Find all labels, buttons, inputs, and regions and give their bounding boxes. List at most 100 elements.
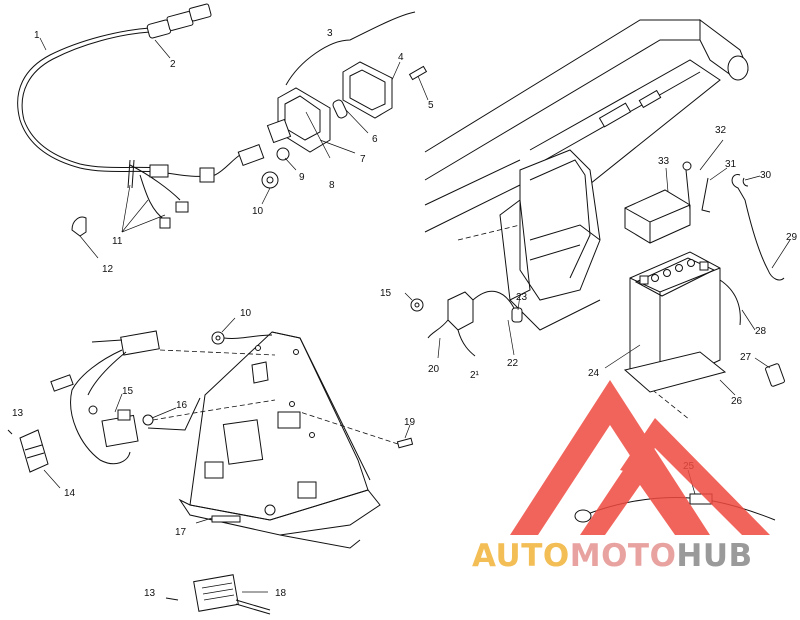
callout-15b: 15	[380, 288, 392, 299]
battery-cover	[624, 189, 691, 244]
wire-harness-group	[17, 3, 429, 259]
callout-14: 14	[64, 488, 76, 499]
callout-2: 2	[170, 59, 176, 70]
leader-31	[709, 167, 728, 181]
solenoid	[447, 291, 474, 331]
bracket-bottom	[509, 299, 601, 331]
regulator-wire	[235, 599, 271, 611]
callout-28: 28	[755, 326, 767, 337]
cdi-lead	[70, 349, 131, 465]
battery-terminal	[639, 275, 649, 285]
tie-strap	[127, 159, 131, 189]
lead-connector	[50, 374, 74, 392]
bolt-head	[682, 161, 692, 171]
wire-clip	[71, 216, 87, 237]
branch-wire-3	[214, 154, 241, 176]
callout-30: 30	[760, 170, 772, 181]
branch-wire-4	[139, 174, 166, 221]
mount-bracket	[147, 397, 201, 431]
solenoid-wire	[427, 319, 449, 339]
regulator-fin	[202, 588, 234, 595]
screw-13	[7, 429, 13, 435]
leader-16	[151, 407, 177, 419]
leader-11	[121, 214, 166, 233]
screw	[408, 65, 428, 81]
callout-26: 26	[731, 396, 743, 407]
small-connector-2	[159, 217, 171, 229]
tail-light-bezel-inner	[349, 69, 386, 111]
panel-window-3	[204, 461, 224, 479]
callout-8: 8	[329, 180, 335, 191]
callout-25: 25	[683, 461, 695, 472]
callout-18: 18	[275, 588, 287, 599]
guide-line	[299, 411, 399, 445]
leader-11	[121, 184, 131, 233]
callout-20: 20	[428, 364, 440, 375]
callout-4: 4	[398, 52, 404, 63]
rectifier	[19, 429, 49, 473]
battery-top	[634, 257, 716, 297]
branch-wire	[129, 164, 181, 201]
frame-diagonal	[529, 59, 721, 201]
bracket-edge	[529, 159, 591, 279]
leader-15	[404, 292, 413, 301]
screw-13b	[165, 597, 179, 601]
panel-window-4	[297, 481, 317, 499]
wire-harness-edge	[21, 31, 161, 169]
leader-12	[79, 235, 99, 259]
callout-22: 22	[507, 358, 519, 369]
callout-3: 3	[327, 28, 333, 39]
frame-tube-end	[727, 55, 749, 81]
leader-2	[154, 39, 171, 59]
callout-1: 1	[34, 30, 40, 41]
leader-23	[517, 294, 521, 311]
leader-27	[754, 357, 771, 369]
panel-hole	[293, 349, 299, 355]
cdi-lead-2	[87, 351, 127, 396]
callout-7: 7	[360, 154, 366, 165]
bracket-31	[701, 177, 711, 213]
solenoid-cable	[472, 290, 516, 311]
leader-10	[261, 187, 271, 205]
panel-hole	[309, 432, 315, 438]
bolt-32	[685, 169, 691, 211]
solenoid-wire-2	[457, 329, 476, 357]
callout-5: 5	[428, 100, 434, 111]
battery-bracket	[519, 149, 601, 301]
frame-tube-cross	[424, 159, 521, 206]
washer-15	[88, 405, 98, 415]
frame-slot-2	[638, 89, 662, 109]
leader-25	[687, 469, 696, 495]
callout-11: 11	[112, 236, 123, 247]
small-connector	[175, 201, 189, 213]
leader-22	[507, 319, 515, 356]
battery-vent-tube	[719, 279, 741, 326]
leader-24	[604, 344, 641, 369]
cdi-wire	[91, 339, 123, 343]
panel-hole	[255, 345, 261, 351]
battery-cap	[687, 259, 695, 267]
leader-32	[699, 139, 724, 171]
leader-29	[771, 239, 791, 269]
leader-15	[114, 393, 123, 413]
strap-hook	[742, 177, 749, 187]
bracket-side	[499, 199, 531, 301]
leader-28	[741, 309, 756, 331]
harness-plug-end	[188, 3, 212, 22]
socket-base	[266, 118, 292, 144]
leader-5	[417, 75, 429, 101]
panel-hole	[264, 504, 276, 516]
bracket-shelf	[529, 224, 601, 241]
panel-slot	[211, 515, 241, 523]
callout-15: 15	[122, 386, 134, 397]
leader-26	[719, 379, 736, 396]
terminal-bolt	[765, 363, 785, 387]
panel-cutout	[222, 419, 264, 465]
regulator-fin	[201, 582, 233, 589]
bulb	[332, 99, 348, 119]
coil-terminal	[117, 409, 131, 421]
cable-terminal	[511, 307, 523, 323]
leader-9	[284, 157, 297, 171]
regulator-fin	[203, 594, 235, 601]
